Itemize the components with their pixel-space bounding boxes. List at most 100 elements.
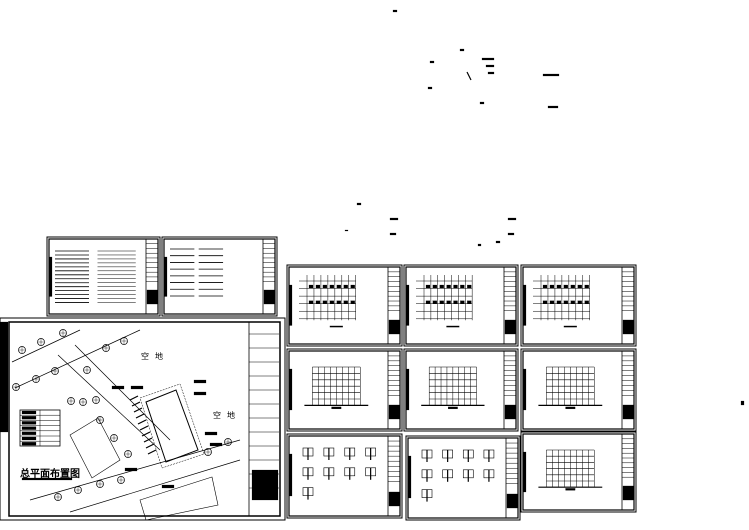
annotation-mark [427, 86, 433, 90]
title-block [263, 289, 276, 305]
room-block [556, 300, 562, 304]
tree-icon [117, 476, 125, 484]
room-block [563, 300, 568, 304]
room-block [425, 284, 431, 289]
drawing-sheet[interactable] [403, 348, 519, 432]
tree-icon [32, 375, 40, 383]
drawing-sheet[interactable] [520, 431, 637, 513]
room-block [577, 300, 582, 304]
drawing-sheet[interactable] [403, 264, 519, 347]
drawing-sheet[interactable] [520, 348, 637, 432]
binding-strip [405, 368, 410, 411]
tree-icon [67, 397, 75, 405]
annotation-mark [477, 243, 482, 247]
room-block [453, 284, 458, 289]
binding-strip [407, 455, 412, 499]
annotation-mark [392, 9, 398, 13]
annotation-mark [429, 60, 435, 64]
callout-label [193, 391, 207, 396]
annotation-mark [507, 217, 517, 221]
binding-strip [288, 284, 293, 326]
tree-icon [204, 448, 212, 456]
table-cell [21, 410, 37, 415]
room-block [439, 284, 444, 289]
main-building [145, 389, 199, 463]
drawing-sheet[interactable] [286, 348, 403, 432]
title-block [506, 493, 519, 509]
title-block [146, 289, 159, 305]
tree-icon [224, 438, 232, 446]
room-block [453, 300, 458, 304]
table-cell [21, 431, 37, 435]
annotation-mark [542, 73, 560, 77]
table-cell [21, 421, 37, 425]
tree-icon [51, 367, 59, 375]
binding-strip [48, 256, 53, 297]
title-block [251, 469, 279, 501]
tree-icon [96, 480, 104, 488]
annotation-mark [389, 232, 397, 236]
title-block [504, 319, 517, 335]
annotation-mark [459, 48, 465, 52]
room-block [350, 284, 355, 289]
binding-strip [288, 453, 293, 497]
room-block [467, 284, 472, 289]
callout-label [124, 467, 138, 472]
callout-label [130, 385, 144, 390]
open-space-label: 空地 [141, 352, 169, 361]
binding-strip [288, 368, 293, 411]
sheet-border [403, 348, 519, 432]
tree-icon [18, 346, 26, 354]
room-block [584, 284, 589, 289]
drawing-sheet[interactable] [46, 236, 161, 317]
view-title [565, 406, 576, 410]
callout-label [161, 484, 175, 489]
room-block [446, 284, 451, 289]
site-plan-sheet[interactable] [0, 317, 286, 521]
open-space-label: 空地 [213, 411, 241, 420]
sheet-border [520, 264, 637, 347]
drawing-sheet[interactable] [520, 264, 637, 347]
callout-label [193, 379, 207, 384]
annotation-mark [485, 64, 495, 68]
drawing-sheet[interactable] [405, 435, 521, 521]
drawing-sheet[interactable] [286, 433, 403, 519]
annotation-mark [344, 229, 349, 232]
room-block [549, 300, 555, 304]
room-block [336, 284, 341, 289]
view-title [448, 406, 458, 410]
drawing-sheet[interactable] [286, 264, 403, 347]
annotation-mark [547, 105, 559, 109]
line [139, 425, 149, 431]
tree-icon [83, 366, 91, 374]
binding-strip [163, 256, 168, 297]
binding-strip [522, 284, 527, 326]
sheet-border [161, 236, 278, 317]
room-block [343, 284, 348, 289]
tree-icon [79, 398, 87, 406]
binding-strip [522, 451, 527, 493]
title-block [622, 485, 635, 501]
line [74, 344, 171, 441]
tree-icon [110, 434, 118, 442]
callout-label [204, 431, 218, 436]
annotation-mark [507, 232, 515, 236]
room-block [350, 300, 355, 304]
sheet-border [0, 317, 286, 521]
annotation-mark [481, 57, 495, 61]
room-block [315, 284, 321, 289]
room-block [336, 300, 341, 304]
tree-icon [102, 344, 110, 352]
room-block [308, 300, 314, 304]
annotation-mark [479, 101, 485, 105]
drawing-sheet[interactable] [161, 236, 278, 317]
room-block [432, 300, 437, 304]
room-block [308, 284, 314, 289]
room-block [542, 300, 548, 304]
room-block [322, 284, 328, 289]
line [145, 443, 155, 449]
room-block [542, 284, 548, 289]
site-plan-title: 总平面布置图 [20, 469, 80, 480]
